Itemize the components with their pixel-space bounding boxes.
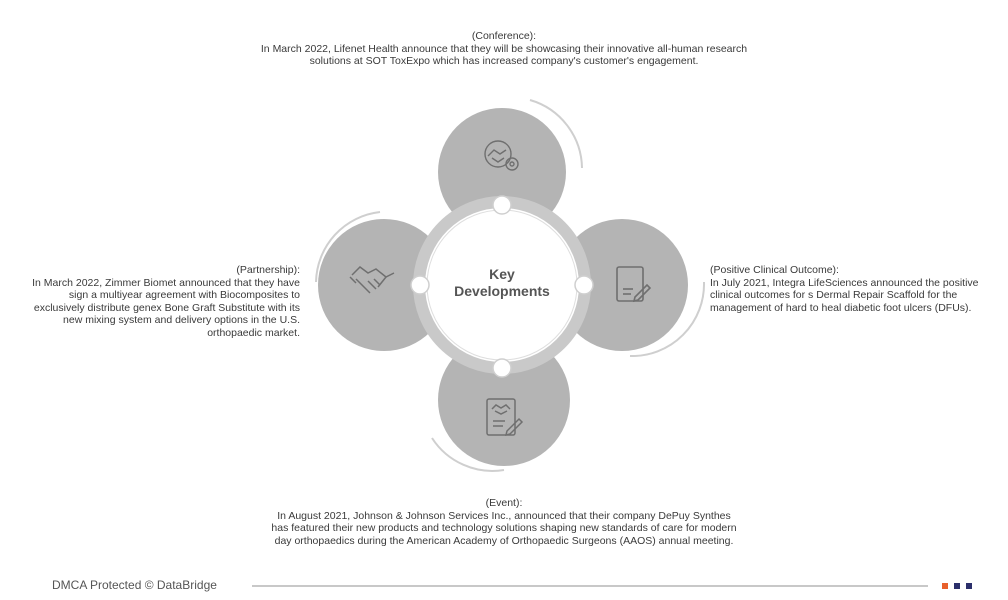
handshake-gear-icon bbox=[484, 140, 519, 171]
center-label-line2: Developments bbox=[454, 283, 550, 299]
footer-square-navy-1 bbox=[954, 583, 960, 589]
partnership-body: In March 2022, Zimmer Biomet announced t… bbox=[32, 276, 300, 339]
connector-dot-right bbox=[574, 275, 594, 295]
connector-dot-left bbox=[410, 275, 430, 295]
conference-body: In March 2022, Lifenet Health announce t… bbox=[260, 42, 748, 68]
event-body: In August 2021, Johnson & Johnson Servic… bbox=[271, 509, 737, 547]
event-block: (Event): In August 2021, Johnson & Johns… bbox=[270, 497, 738, 547]
bottom-arc bbox=[431, 437, 505, 472]
footer-copyright: DMCA Protected © DataBridge bbox=[52, 578, 217, 592]
connector-dot-bottom bbox=[492, 358, 512, 378]
center-label-line1: Key bbox=[489, 266, 515, 282]
clinical-outcome-heading: (Positive Clinical Outcome): bbox=[710, 264, 839, 276]
partnership-block: (Partnership): In March 2022, Zimmer Bio… bbox=[18, 264, 300, 339]
footer-square-orange bbox=[942, 583, 948, 589]
event-heading: (Event): bbox=[485, 497, 523, 509]
conference-block: (Conference): In March 2022, Lifenet Hea… bbox=[250, 30, 758, 68]
clinical-outcome-body: In July 2021, Integra LifeSciences annou… bbox=[710, 276, 979, 314]
handshake-icon bbox=[349, 266, 395, 294]
conference-heading: (Conference): bbox=[471, 30, 537, 42]
top-arc bbox=[529, 99, 583, 169]
document-pencil-icon bbox=[616, 266, 652, 303]
connector-dot-top bbox=[492, 195, 512, 215]
right-arc bbox=[629, 281, 706, 358]
footer-divider bbox=[252, 585, 928, 587]
contract-handshake-icon bbox=[486, 398, 524, 437]
left-arc bbox=[315, 211, 381, 283]
petal-left bbox=[318, 219, 450, 351]
clinical-outcome-block: (Positive Clinical Outcome): In July 202… bbox=[710, 264, 1002, 314]
footer-square-navy-2 bbox=[966, 583, 972, 589]
partnership-heading: (Partnership): bbox=[236, 264, 300, 276]
petal-right bbox=[556, 219, 688, 351]
